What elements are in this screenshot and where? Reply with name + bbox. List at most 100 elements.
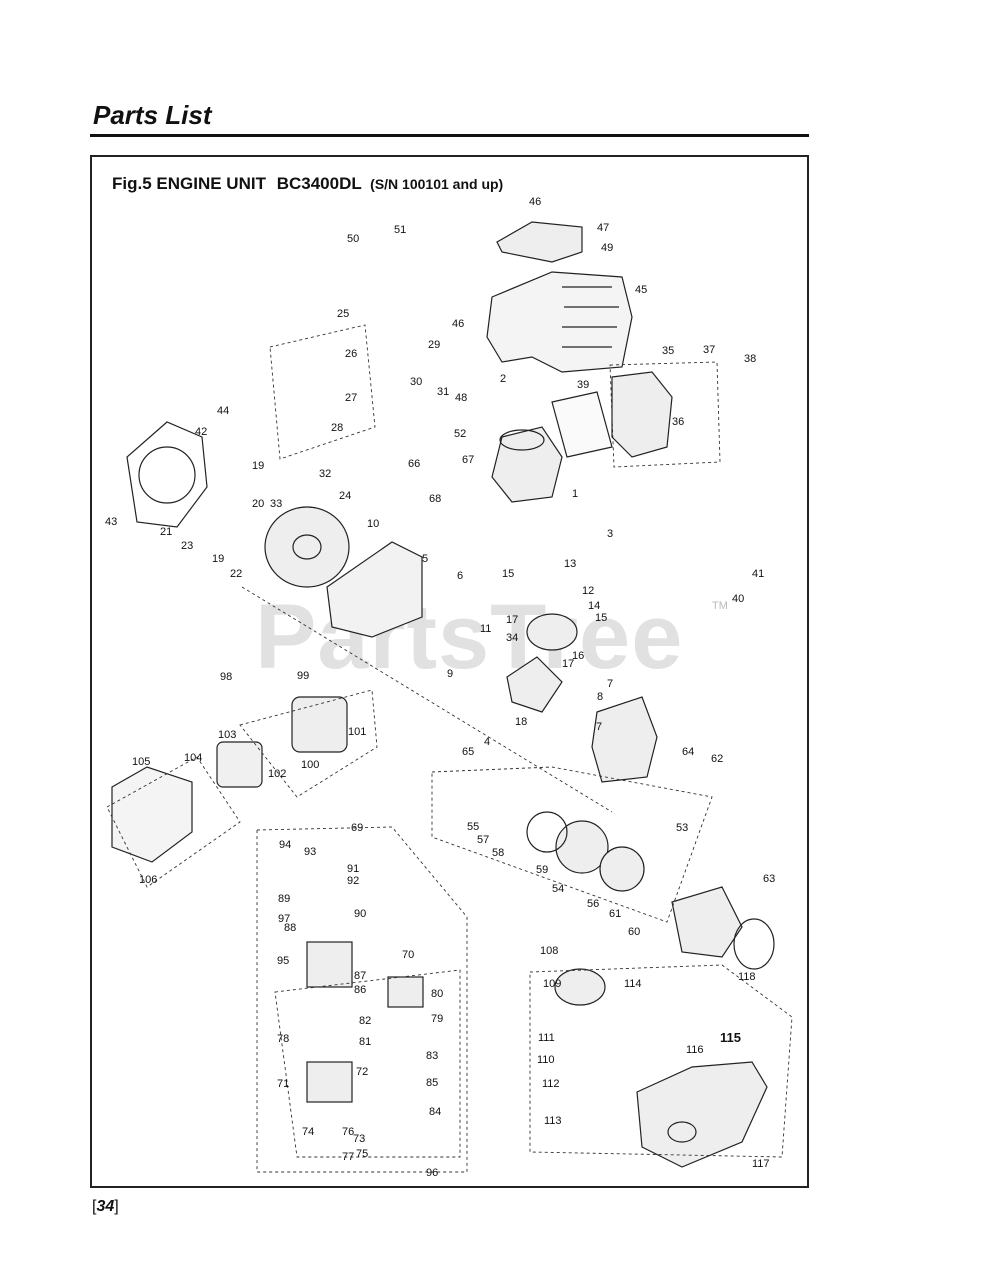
callout-42: 42 <box>195 426 207 438</box>
callout-35: 35 <box>662 345 674 357</box>
callout-93: 93 <box>304 846 316 858</box>
muffler-gasket <box>551 391 613 458</box>
callout-33: 33 <box>270 498 282 510</box>
air-cleaner-plate <box>291 696 348 753</box>
line-4 <box>241 586 613 813</box>
fuel-cap <box>554 968 606 1006</box>
callout-74: 74 <box>302 1126 314 1138</box>
callout-48: 48 <box>455 392 467 404</box>
callout-76: 76 <box>342 1126 354 1138</box>
pump-cover <box>387 976 424 1008</box>
callout-104: 104 <box>184 752 202 764</box>
callout-8: 8 <box>597 691 603 703</box>
callout-26: 26 <box>345 348 357 360</box>
callout-41: 41 <box>752 568 764 580</box>
page-number: [34] <box>92 1198 119 1215</box>
callout-53: 53 <box>676 822 688 834</box>
callout-89: 89 <box>278 893 290 905</box>
callout-75: 75 <box>356 1148 368 1160</box>
callout-14: 14 <box>588 600 600 612</box>
callout-54: 54 <box>552 883 564 895</box>
piston <box>526 613 578 651</box>
callout-56: 56 <box>587 898 599 910</box>
callout-77: 77 <box>342 1151 354 1163</box>
callout-103: 103 <box>218 729 236 741</box>
callout-47: 47 <box>597 222 609 234</box>
air-cleaner-cover <box>111 766 193 863</box>
callout-3: 3 <box>607 528 613 540</box>
callout-111: 111 <box>538 1032 555 1044</box>
callout-20: 20 <box>252 498 264 510</box>
callout-88: 88 <box>284 922 296 934</box>
callout-92: 92 <box>347 875 359 887</box>
callout-7: 7 <box>607 678 613 690</box>
callout-labels: 1234567789101112131415151617171819192021… <box>105 196 775 1179</box>
callout-81: 81 <box>359 1036 371 1048</box>
callout-98: 98 <box>220 671 232 683</box>
callout-46: 46 <box>529 196 541 208</box>
callout-113: 113 <box>544 1115 562 1127</box>
watermark-logo: PartsTree <box>255 586 684 688</box>
callout-85: 85 <box>426 1077 438 1089</box>
group-25 <box>269 324 376 460</box>
callout-83: 83 <box>426 1050 438 1062</box>
callout-27: 27 <box>345 392 357 404</box>
callout-23: 23 <box>181 540 193 552</box>
callout-34: 34 <box>506 632 518 644</box>
group-108 <box>529 964 793 1158</box>
callout-21: 21 <box>160 526 172 538</box>
part-drawings <box>111 221 775 1168</box>
ratchet-spring <box>526 811 568 853</box>
callout-95: 95 <box>277 955 289 967</box>
flywheel <box>264 506 350 588</box>
callout-58: 58 <box>492 847 504 859</box>
callout-66: 66 <box>408 458 420 470</box>
callout-45: 45 <box>635 284 647 296</box>
diaphragm-plate <box>306 1061 353 1103</box>
pulley <box>599 846 645 892</box>
callout-65: 65 <box>462 746 474 758</box>
callout-25: 25 <box>337 308 349 320</box>
group-70-78 <box>274 969 461 1158</box>
callout-38: 38 <box>744 353 756 365</box>
callout-50: 50 <box>347 233 359 245</box>
callout-64: 64 <box>682 746 694 758</box>
callout-28: 28 <box>331 422 343 434</box>
callout-36: 36 <box>672 416 684 428</box>
callout-118: 118 <box>738 971 756 983</box>
callout-29: 29 <box>428 339 440 351</box>
page-title: Parts List <box>93 100 212 130</box>
callout-31: 31 <box>437 386 449 398</box>
callout-22: 22 <box>230 568 242 580</box>
callout-44: 44 <box>217 405 229 417</box>
callout-109: 109 <box>543 978 561 990</box>
callout-24: 24 <box>339 490 351 502</box>
starter-decal <box>733 918 775 970</box>
cylinder <box>491 426 563 503</box>
callout-9: 9 <box>447 668 453 680</box>
group-99 <box>239 689 378 798</box>
fuel-tank <box>636 1061 768 1168</box>
air-element <box>216 741 263 788</box>
callout-90: 90 <box>354 908 366 920</box>
callout-67: 67 <box>462 454 474 466</box>
callout-4: 4 <box>484 736 490 748</box>
muffler <box>611 371 673 458</box>
callout-108: 108 <box>540 945 558 957</box>
callout-55: 55 <box>467 821 479 833</box>
callout-79: 79 <box>431 1013 443 1025</box>
callout-116: 116 <box>686 1044 704 1056</box>
callout-105: 105 <box>132 756 150 768</box>
reel <box>555 820 609 874</box>
callout-13: 13 <box>564 558 576 570</box>
callout-63: 63 <box>763 873 775 885</box>
callout-73: 73 <box>353 1133 365 1145</box>
callout-30: 30 <box>410 376 422 388</box>
callout-43: 43 <box>105 516 117 528</box>
callout-11: 11 <box>480 623 491 635</box>
crankshaft <box>506 656 563 713</box>
figure-model: BC3400DL <box>276 174 362 193</box>
callout-101: 101 <box>348 726 366 738</box>
callout-57: 57 <box>477 834 489 846</box>
callout-110: 110 <box>537 1054 555 1066</box>
